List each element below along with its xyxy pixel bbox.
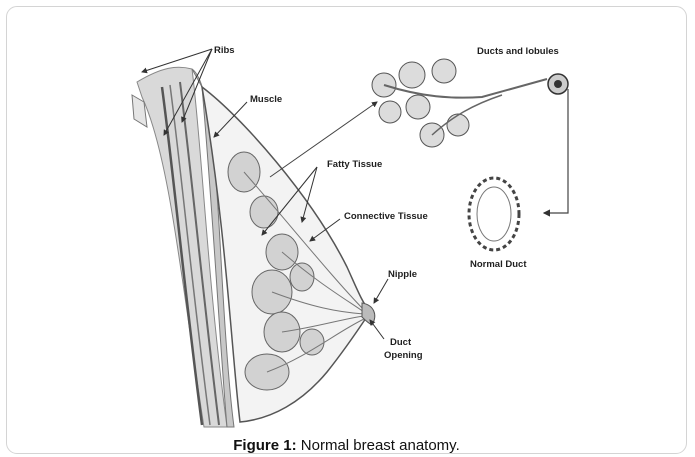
label-nipple: Nipple xyxy=(388,269,417,280)
label-duct-opening-line2: Opening xyxy=(384,350,423,361)
label-ducts-and-lobules: Ducts and lobules xyxy=(477,46,559,57)
inset-connector-line xyxy=(544,89,568,213)
label-fatty-tissue: Fatty Tissue xyxy=(327,159,382,170)
label-connective-tissue: Connective Tissue xyxy=(344,211,428,222)
breast-anatomy-diagram: Ribs Muscle Ducts and lobules Fatty Tiss… xyxy=(122,27,592,430)
figure-caption: Figure 1: Normal breast anatomy. xyxy=(7,437,686,454)
label-normal-duct: Normal Duct xyxy=(470,259,527,270)
label-muscle: Muscle xyxy=(250,94,282,105)
caption-label: Figure 1: xyxy=(233,437,296,454)
label-ribs: Ribs xyxy=(214,45,235,56)
caption-text: Normal breast anatomy. xyxy=(301,437,460,454)
ducts-lobules-inset xyxy=(372,59,568,147)
label-duct-opening-line1: Duct xyxy=(390,337,412,348)
diagram-svg: Ribs Muscle Ducts and lobules Fatty Tiss… xyxy=(122,27,592,430)
figure-frame: Ribs Muscle Ducts and lobules Fatty Tiss… xyxy=(6,6,687,454)
normal-duct-cross-section xyxy=(469,178,519,250)
